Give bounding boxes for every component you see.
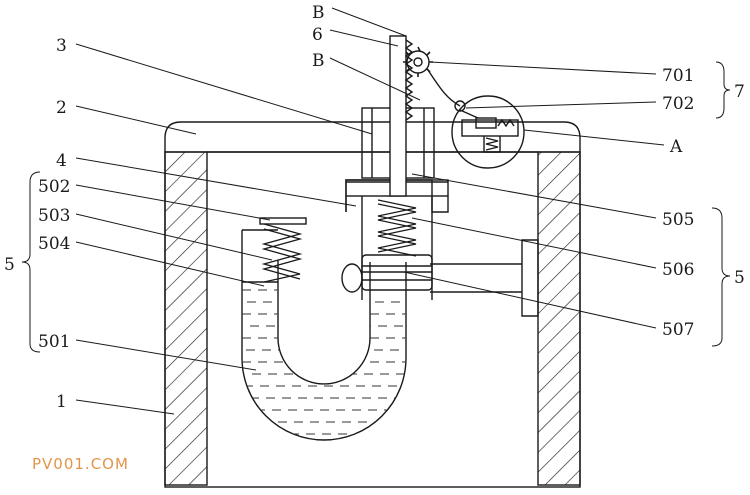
label-2: 2 [56, 98, 67, 118]
leader-lines [21, 7, 731, 415]
label-702: 702 [662, 94, 694, 114]
label-1: 1 [56, 392, 67, 412]
side-connector [341, 239, 539, 317]
watermark: PV001.COM [32, 455, 129, 473]
u-tube [241, 229, 407, 441]
label-B-mid: B [312, 51, 325, 71]
label-501: 501 [38, 332, 70, 352]
right-wall-hatch [537, 151, 581, 486]
labels: B 6 B 3 2 4 502 503 504 5 501 1 701 702 … [4, 3, 745, 412]
label-502: 502 [38, 177, 70, 197]
label-504: 504 [38, 234, 70, 254]
label-5-left: 5 [4, 255, 15, 275]
rack-rod [389, 35, 414, 197]
label-4: 4 [56, 151, 67, 171]
label-503: 503 [38, 206, 70, 226]
label-507: 507 [662, 320, 694, 340]
housing [164, 151, 581, 488]
center-spring [377, 199, 417, 257]
label-7: 7 [734, 82, 745, 102]
label-506: 506 [662, 260, 694, 280]
label-6: 6 [312, 25, 323, 45]
label-3: 3 [56, 36, 67, 56]
label-5-right: 5 [734, 268, 745, 288]
label-701: 701 [662, 66, 694, 86]
label-A: A [669, 137, 683, 157]
pulley [454, 100, 466, 112]
label-505: 505 [662, 210, 694, 230]
cable [427, 69, 461, 107]
detail-A [451, 95, 525, 169]
label-B-top: B [312, 3, 325, 23]
left-spring [259, 217, 307, 283]
